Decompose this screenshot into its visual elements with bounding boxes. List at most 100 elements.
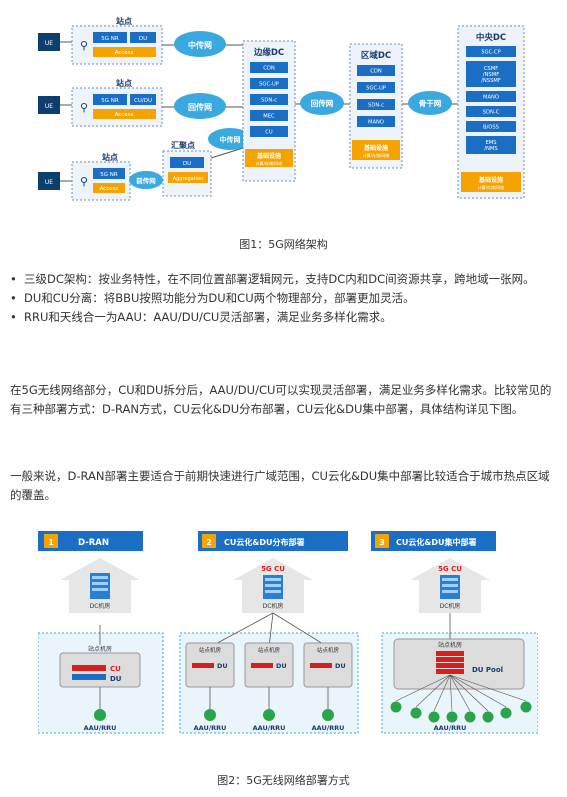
panel-1-dc-label: DC机房 bbox=[90, 602, 111, 610]
hub-point: 汇聚点 DU Aggregation bbox=[162, 140, 212, 197]
hub-du: DU bbox=[183, 161, 191, 167]
bbu-unit bbox=[72, 665, 106, 671]
region-dc-item-label: CDN bbox=[370, 69, 382, 75]
deployment-modes-diagram: 1 D-RAN DC机房 站点机房 CU DU AAU/RRU 2 CU云化&D… bbox=[38, 531, 538, 734]
site-3-title: 站点 bbox=[102, 152, 118, 162]
panel-2-aau: AAU/RRU bbox=[253, 724, 286, 732]
bullet-item: DU和CU分离：将BBU按照功能分为DU和CU两个物理部分，部署更加灵活。 bbox=[10, 289, 555, 308]
ue-label-2: UE bbox=[45, 103, 53, 110]
edge-infra: 基础设施 bbox=[256, 152, 281, 160]
aau-icon bbox=[390, 701, 402, 713]
region-dc-item-box bbox=[357, 116, 395, 127]
region-dc-item-box bbox=[357, 99, 395, 110]
edge-infra-sub: 计算/存储/网络 bbox=[256, 160, 283, 166]
site-2: 站点 5G NR CU/DU Access ⚲ bbox=[71, 78, 163, 127]
panel-1-aau: AAU/RRU bbox=[84, 724, 117, 732]
aau-icon bbox=[322, 709, 334, 721]
backbone-label: 骨干网 bbox=[419, 99, 442, 108]
panel-3-site-label: 站点机房 bbox=[438, 641, 462, 649]
edge-dc-title: 边缘DC bbox=[253, 47, 284, 58]
panel-2-aau: AAU/RRU bbox=[312, 724, 345, 732]
hub-aggregation: Aggregation bbox=[173, 176, 204, 182]
region-dc-item-label: MANO bbox=[368, 120, 384, 126]
feature-bullet-list: 三级DC架构：按业务特性，在不同位置部署逻辑网元，支持DC内和DC间资源共享，跨… bbox=[10, 270, 555, 327]
paragraph-deployment-summary: 一般来说，D-RAN部署主要适合于前期快速进行广域范围，CU云化&DU集中部署比… bbox=[10, 469, 550, 502]
panel-2-aau: AAU/RRU bbox=[194, 724, 227, 732]
panel-2-cu-label: 5G CU bbox=[261, 565, 285, 573]
site-2-cudu: CU/DU bbox=[134, 98, 152, 104]
central-dc-item-label: /NSSMF bbox=[481, 78, 501, 84]
site-2-nr: 5G NR bbox=[101, 98, 119, 104]
central-dc-item-label: /NMS bbox=[484, 146, 497, 152]
site-1-nr: 5G NR bbox=[101, 36, 119, 42]
central-dc-item-label: SDN-C bbox=[483, 110, 500, 116]
edge-dc-item-box bbox=[250, 62, 288, 73]
edge-dc-item-label: MEC bbox=[263, 114, 275, 120]
panel-2-dc-label: DC机房 bbox=[263, 602, 284, 610]
site-du-label: DU bbox=[335, 662, 346, 670]
antenna-icon: ⚲ bbox=[80, 101, 88, 114]
midhaul-label-1: 中传网 bbox=[188, 40, 212, 50]
backhaul-label-1: 回传网 bbox=[188, 102, 212, 112]
central-dc-item-box bbox=[466, 121, 516, 132]
region-dc-item-box bbox=[357, 82, 395, 93]
midhaul-cloud-1: 中传网 bbox=[162, 31, 243, 57]
region-infra-sub: 计算/存储/网络 bbox=[363, 152, 390, 158]
panel-3-dc-label: DC机房 bbox=[440, 602, 461, 610]
panel-1-number: 1 bbox=[48, 538, 54, 547]
ue-column: UE UE UE bbox=[38, 33, 72, 190]
edge-dc-item-box bbox=[250, 94, 288, 105]
aau-icon bbox=[446, 711, 458, 723]
panel-3-title: CU云化&DU集中部署 bbox=[396, 537, 476, 547]
panel-3-aau: AAU/RRU bbox=[434, 724, 467, 732]
site-3: 站点 5G NR Access ⚲ bbox=[71, 152, 131, 201]
edge-dc-item-label: CU bbox=[265, 130, 273, 136]
panel-2-number: 2 bbox=[206, 538, 212, 547]
aau-icon bbox=[464, 711, 476, 723]
region-infra: 基础设施 bbox=[363, 144, 388, 152]
midhaul-label-2: 中传网 bbox=[220, 135, 241, 144]
central-dc-item-box bbox=[466, 91, 516, 102]
du-pool-stack bbox=[436, 651, 464, 674]
backhaul-label-2: 回传网 bbox=[311, 98, 334, 108]
panel-3-du-pool: DU Pool bbox=[472, 666, 503, 674]
figure-1-caption: 图1：5G网络架构 bbox=[239, 238, 328, 251]
site-room-label: 站点机房 bbox=[317, 646, 340, 654]
edge-dc-item-label: SDN-c bbox=[261, 98, 277, 104]
du-unit bbox=[310, 663, 332, 668]
backhaul-cloud-2: 回传网 bbox=[295, 91, 350, 115]
panel-3-number: 3 bbox=[379, 538, 385, 547]
site-1-du: DU bbox=[139, 36, 147, 42]
edge-dc-item-box bbox=[250, 110, 288, 121]
backhaul-cloud-1: 回传网 bbox=[162, 93, 243, 119]
bullet-item: 三级DC架构：按业务特性，在不同位置部署逻辑网元，支持DC内和DC间资源共享，跨… bbox=[10, 270, 555, 289]
site-1: 站点 5G NR DU Access ⚲ bbox=[71, 16, 163, 65]
site-2-access: Access bbox=[115, 112, 134, 118]
central-dc-item-box bbox=[466, 46, 516, 57]
aau-icon bbox=[204, 709, 216, 721]
region-dc-item-box bbox=[357, 65, 395, 76]
panel-3-cu-label: 5G CU bbox=[438, 565, 462, 573]
antenna-icon: ⚲ bbox=[80, 175, 88, 188]
aau-icon bbox=[94, 709, 106, 721]
central-dc-item-label: CSMF bbox=[484, 66, 498, 72]
panel-d-ran: 1 D-RAN DC机房 站点机房 CU DU AAU/RRU bbox=[38, 531, 164, 734]
panel-1-du: DU bbox=[110, 675, 122, 683]
panel-cu-cloud-du-centralized: 3 CU云化&DU集中部署 5G CU DC机房 站点机房 DU Pool AA… bbox=[371, 531, 538, 734]
site-2-title: 站点 bbox=[116, 78, 132, 88]
central-dc-item-label: 5GC-CP bbox=[481, 50, 501, 56]
server-icon bbox=[90, 573, 110, 599]
region-dc-title: 区域DC bbox=[361, 50, 391, 61]
site-room-label: 站点机房 bbox=[199, 646, 222, 654]
aau-icon bbox=[263, 709, 275, 721]
site-1-title: 站点 bbox=[116, 16, 132, 26]
panel-2-title: CU云化&DU分布部署 bbox=[224, 537, 304, 547]
central-infra: 基础设施 bbox=[478, 176, 503, 184]
site-du-label: DU bbox=[217, 662, 228, 670]
site-du-label: DU bbox=[276, 662, 287, 670]
midhaul-cloud-2: 中传网 bbox=[208, 128, 252, 159]
central-dc-item-box bbox=[466, 106, 516, 117]
panel-cu-cloud-du-distributed: 2 CU云化&DU分布部署 5G CU DC机房 站点机房DU站点机房DU站点机… bbox=[179, 531, 359, 734]
